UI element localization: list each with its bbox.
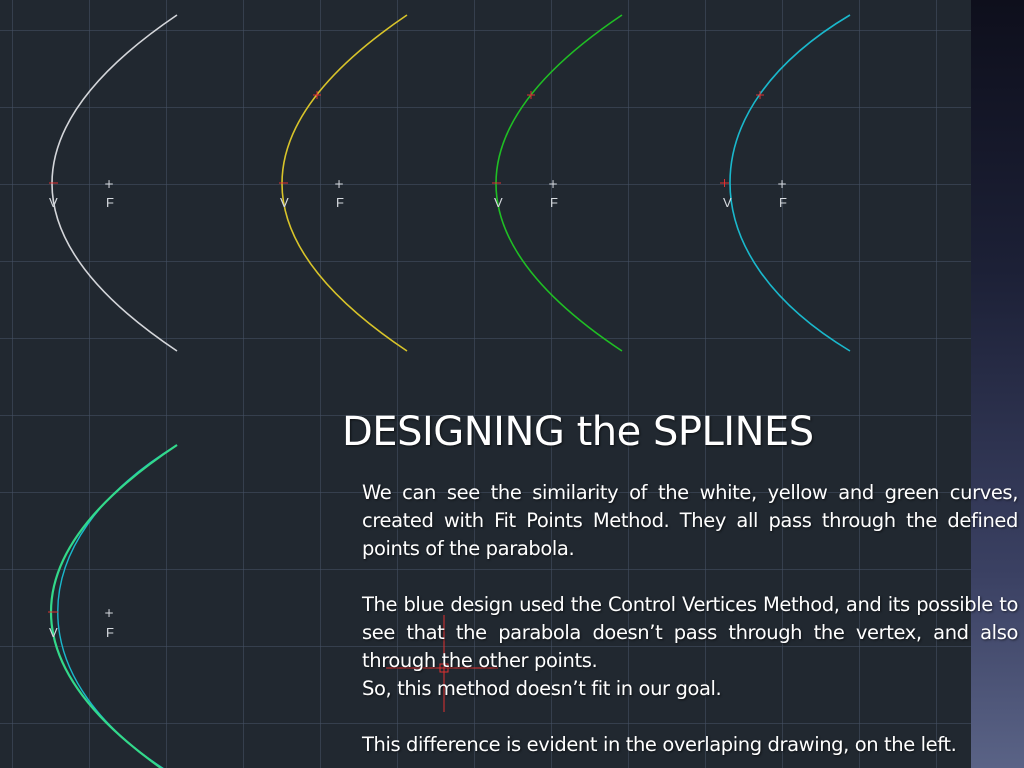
- focus-marker: +: [548, 177, 558, 191]
- vertex-label: V: [49, 195, 58, 210]
- vertex-marker: [720, 179, 729, 187]
- blue-parabola-group: + V F: [720, 14, 851, 352]
- focus-label: F: [106, 625, 114, 640]
- focus-label: F: [779, 195, 787, 210]
- paragraph-control-vertices: The blue design used the Control Vertice…: [362, 593, 1018, 672]
- vertex-label: V: [280, 195, 289, 210]
- slide-body: We can see the similarity of the white, …: [362, 479, 1018, 759]
- fit-point-marker: [527, 91, 535, 99]
- blue-parabola-curve: [729, 14, 851, 352]
- white-parabola-curve: [51, 14, 178, 352]
- focus-marker: +: [104, 606, 114, 620]
- parabola-drawing: + V F + V F + V F + V F: [48, 14, 851, 768]
- crosshair-cursor-icon: [386, 615, 498, 712]
- fit-point-marker: [756, 91, 764, 99]
- yellow-parabola-curve: [281, 14, 408, 352]
- cad-viewport: + V F + V F + V F + V F: [0, 0, 971, 768]
- fit-point-marker: [313, 91, 321, 99]
- vertex-label: V: [723, 195, 732, 210]
- focus-label: F: [550, 195, 558, 210]
- paragraph-conclusion: So, this method doesn’t fit in our goal.: [362, 677, 722, 700]
- slide-title: DESIGNING the SPLINES: [342, 409, 814, 455]
- green-parabola-group: + V F: [492, 14, 623, 352]
- overlap-blue-curve: [57, 444, 178, 768]
- focus-label: F: [106, 195, 114, 210]
- focus-marker: +: [334, 177, 344, 191]
- vertex-label: V: [49, 625, 58, 640]
- paragraph-fit-points: We can see the similarity of the white, …: [362, 481, 1018, 560]
- yellow-parabola-group: + V F: [279, 14, 408, 352]
- focus-label: F: [336, 195, 344, 210]
- focus-marker: +: [104, 177, 114, 191]
- focus-marker: +: [777, 177, 787, 191]
- white-parabola-group: + V F: [49, 14, 178, 352]
- green-parabola-curve: [495, 14, 623, 352]
- paragraph-overlap-note: This difference is evident in the overla…: [362, 733, 957, 756]
- overlap-parabola-group: + V F: [48, 444, 178, 768]
- vertex-label: V: [494, 195, 503, 210]
